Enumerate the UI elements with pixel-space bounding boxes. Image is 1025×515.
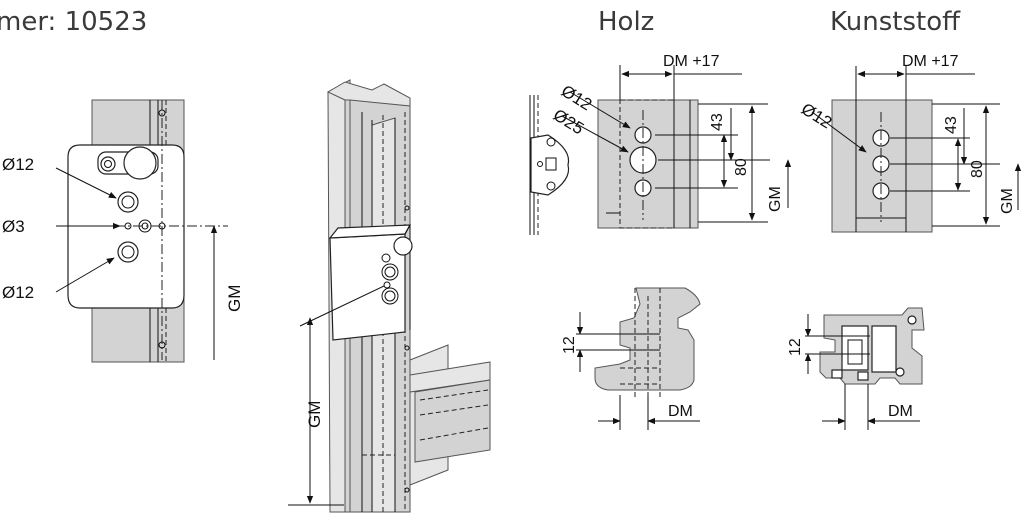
label-kst-12: 12 [787, 338, 804, 356]
label-holz-dm17: DM +17 [663, 53, 720, 70]
holz-drilling-pattern [561, 65, 792, 229]
label-kst-43: 43 [943, 116, 960, 134]
label-holz-dm: DM [668, 403, 693, 420]
label-kst-80: 80 [969, 160, 986, 178]
holz-side-hardware [529, 95, 570, 235]
kunststoff-drilling-pattern [811, 66, 1022, 233]
isometric-frame-view [288, 79, 491, 513]
label-gm-mid: GM [305, 401, 324, 428]
front-view-strike-plate [55, 99, 228, 363]
label-d3: Ø3 [2, 217, 25, 236]
label-d12-bottom: Ø12 [2, 283, 34, 302]
label-d12-top: Ø12 [2, 155, 34, 174]
label-gm-left: GM [225, 285, 244, 312]
label-kst-dm: DM [888, 403, 913, 420]
label-kst-dm17: DM +17 [902, 53, 959, 70]
label-kst-gm: GM [999, 188, 1016, 214]
article-number: mer: 10523 [0, 7, 147, 37]
label-holz-43: 43 [709, 113, 726, 131]
label-holz-gm: GM [767, 186, 784, 212]
kunststoff-cross-section [804, 307, 925, 430]
label-holz-12: 12 [561, 336, 578, 354]
label-holz-80: 80 [733, 158, 750, 176]
label-kst-d12: Ø12 [798, 99, 835, 132]
kunststoff-heading: Kunststoff [830, 7, 961, 37]
holz-cross-section [576, 287, 701, 430]
holz-heading: Holz [598, 7, 654, 37]
